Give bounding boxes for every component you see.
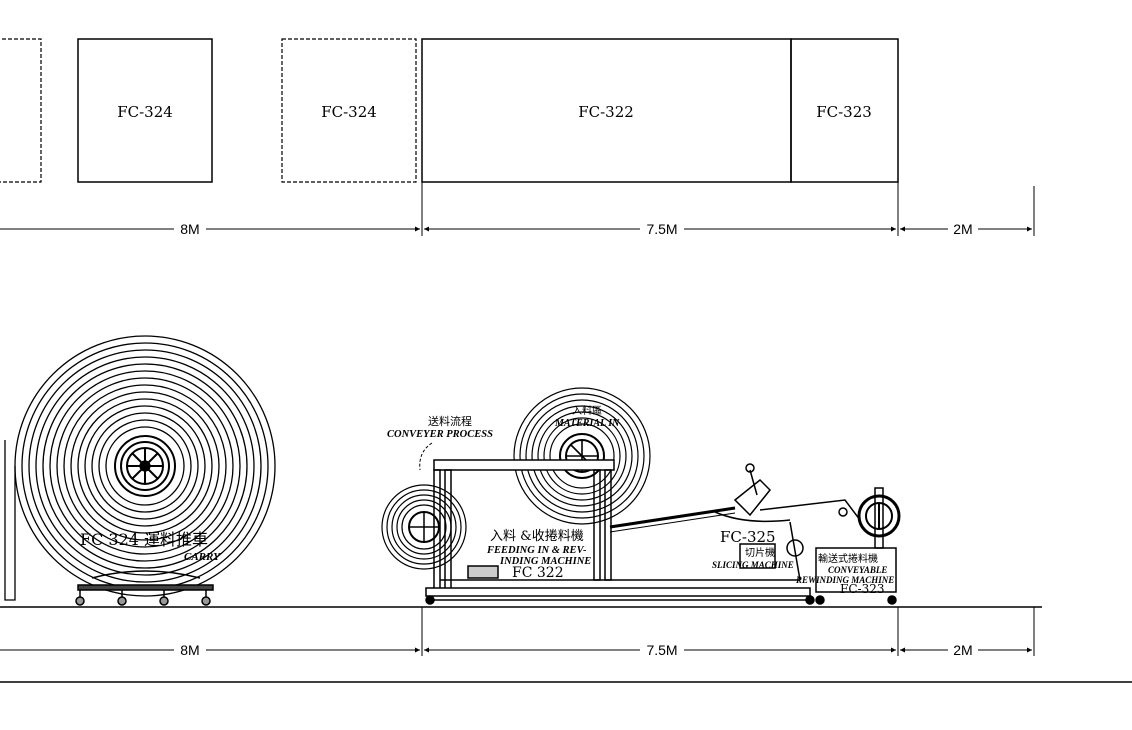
- carry-en-label: CARRY: [184, 551, 221, 563]
- side-dim-2m: 2M: [953, 642, 972, 658]
- feeding-en-2: INDING MACHINE: [499, 556, 591, 567]
- slicing-zh: 切片機: [745, 546, 775, 559]
- plan-label-fc323: FC-323: [816, 103, 872, 121]
- material-zh: 入料區: [572, 404, 602, 417]
- feeding-machine: [381, 459, 815, 605]
- side-dims-lines: [0, 607, 1035, 656]
- material-in-labels: 入料區 MATERIAL IN: [554, 404, 620, 429]
- plan-box-fc324-b: [281, 38, 417, 183]
- slicing-en: SLICING MACHINE: [712, 560, 794, 570]
- rewind-en-2: REWINDING MACHINE: [795, 575, 894, 585]
- carry-cart: [75, 570, 214, 606]
- slicing-machine: [714, 463, 861, 581]
- rewind-en-1: CONVEYABLE: [828, 565, 887, 575]
- plan-label-fc324-b: FC-324: [321, 103, 377, 121]
- feeding-labels: 入料 &收捲料機 FEEDING IN & REV- INDING MACHIN…: [486, 529, 591, 581]
- carry-roll: [4, 335, 276, 601]
- plan-dim-8m: 8M: [180, 221, 199, 237]
- plan-box-fc324-a: [77, 38, 213, 183]
- feeding-code: FC 322: [512, 565, 564, 581]
- conveyer-label-group: 送料流程 CONVEYER PROCESS: [387, 414, 493, 471]
- slicing-labels: FC-325 切片機 SLICING MACHINE: [712, 528, 794, 570]
- slicing-code: FC-325: [720, 528, 776, 546]
- plan-dim-7-5m: 7.5M: [646, 221, 677, 237]
- material-en: MATERIAL IN: [554, 418, 620, 429]
- plan-labels: FC-324 FC-324 FC-322 FC-323: [117, 103, 872, 121]
- carry-label: FC 324 運料推車: [80, 530, 208, 549]
- conveyer-en: CONVEYER PROCESS: [387, 429, 493, 440]
- rewind-zh: 輸送式捲料機: [818, 552, 878, 565]
- feeding-en-1: FEEDING IN & REV-: [486, 545, 587, 556]
- side-dim-7-5m: 7.5M: [646, 642, 677, 658]
- conveyer-zh: 送料流程: [428, 414, 472, 428]
- rewind-machine: [815, 487, 901, 605]
- plan-label-fc324-a: FC-324: [117, 103, 173, 121]
- carry-labels: FC 324 運料推車 CARRY: [80, 530, 221, 563]
- rewind-labels: 輸送式捲料機 CONVEYABLE REWINDING MACHINE FC-3…: [795, 552, 894, 596]
- plan-label-fc322: FC-322: [578, 103, 634, 121]
- plan-view: [0, 38, 1035, 236]
- plan-box-fc323: [790, 38, 899, 183]
- plan-dims: 8M 7.5M 2M: [180, 221, 972, 237]
- side-dim-8m: 8M: [180, 642, 199, 658]
- plan-dim-2m: 2M: [953, 221, 972, 237]
- side-dims: 8M 7.5M 2M: [180, 642, 972, 658]
- rewind-code: FC-323: [840, 582, 884, 596]
- material-in-roll: [513, 387, 651, 525]
- feeding-zh: 入料 &收捲料機: [490, 529, 584, 544]
- plan-box-partial: [0, 38, 42, 183]
